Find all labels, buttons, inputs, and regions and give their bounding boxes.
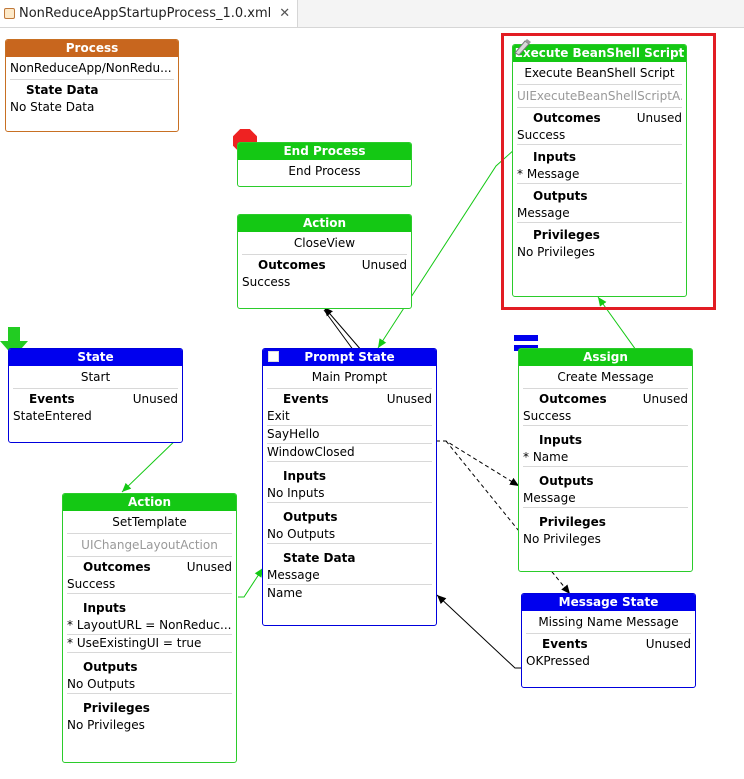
process-node[interactable]: Process NonReduceApp/NonRedu... State Da… xyxy=(5,39,179,132)
privileges-title: Privileges xyxy=(539,515,606,529)
assign-node[interactable]: Assign Create Message Outcomes Unused Suc… xyxy=(518,348,693,572)
state-data-name: Name xyxy=(267,586,303,600)
execute-script-node[interactable]: Execute BeanShell Script Execute BeanShe… xyxy=(512,44,687,297)
assign-header: Assign xyxy=(519,349,692,366)
connector-settemplate-to-prompt xyxy=(238,567,264,598)
input-layouturl: * LayoutURL = NonReduc... xyxy=(67,617,232,635)
unused-label: Unused xyxy=(361,258,407,272)
outcomes-title: Outcomes xyxy=(258,258,326,272)
event-stateentered[interactable]: StateEntered xyxy=(13,409,92,423)
connector-sayhello-to-assign xyxy=(436,440,520,487)
event-windowclosed[interactable]: WindowClosed xyxy=(267,444,432,462)
privilege-value: No Privileges xyxy=(67,718,145,732)
unused-label: Unused xyxy=(645,637,691,651)
state-header: State xyxy=(9,349,182,366)
outputs-title: Outputs xyxy=(539,474,594,488)
close-icon[interactable]: ✕ xyxy=(279,6,291,21)
start-arrow-icon xyxy=(0,327,28,357)
execute-script-class: UIExecuteBeanShellScriptA... xyxy=(517,85,682,108)
selection-highlight xyxy=(501,33,716,310)
action-header: Action xyxy=(63,494,236,511)
outputs-value: No Outputs xyxy=(267,526,432,544)
prompt-icon xyxy=(268,351,279,362)
unused-label: Unused xyxy=(636,111,682,125)
unused-label: Unused xyxy=(132,392,178,406)
script-icon xyxy=(514,39,531,56)
inputs-title: Inputs xyxy=(533,150,577,164)
input-message: * Message xyxy=(517,166,682,184)
output-message: Message xyxy=(517,205,682,223)
xml-file-icon xyxy=(4,8,15,19)
end-process-node[interactable]: End Process End Process xyxy=(237,142,412,187)
unused-label: Unused xyxy=(386,392,432,406)
connector-okpressed-to-prompt xyxy=(436,594,523,669)
end-process-header: End Process xyxy=(238,143,411,160)
privileges-title: Privileges xyxy=(83,701,150,715)
action-name: SetTemplate xyxy=(67,511,232,534)
state-data-title: State Data xyxy=(26,83,99,97)
inputs-value: No Inputs xyxy=(267,485,432,503)
inputs-title: Inputs xyxy=(83,601,127,615)
event-sayhello[interactable]: SayHello xyxy=(267,426,432,444)
privilege-value: No Privileges xyxy=(517,245,595,259)
events-title: Events xyxy=(283,392,329,406)
events-title: Events xyxy=(542,637,588,651)
state-name: Start xyxy=(13,366,178,389)
outputs-title: Outputs xyxy=(83,660,138,674)
privileges-title: Privileges xyxy=(533,228,600,242)
outputs-title: Outputs xyxy=(533,189,588,203)
action-closeview-node[interactable]: Action CloseView Outcomes Unused Success xyxy=(237,214,412,309)
message-state-name: Missing Name Message xyxy=(526,611,691,634)
output-message: Message xyxy=(523,490,688,508)
outcome-success[interactable]: Success xyxy=(242,275,291,289)
inputs-title: Inputs xyxy=(283,469,327,483)
message-state-header: Message State xyxy=(522,594,695,611)
events-title: Events xyxy=(29,392,75,406)
event-okpressed[interactable]: OKPressed xyxy=(526,654,590,668)
action-name: CloseView xyxy=(242,232,407,255)
end-process-name: End Process xyxy=(288,164,361,178)
unused-label: Unused xyxy=(186,560,232,574)
execute-script-name: Execute BeanShell Script xyxy=(517,62,682,85)
outcomes-title: Outcomes xyxy=(533,111,601,125)
tab-label: NonReduceAppStartupProcess_1.0.xml xyxy=(19,6,272,21)
outputs-value: No Outputs xyxy=(67,676,232,694)
privilege-value: No Privileges xyxy=(523,532,601,546)
event-exit[interactable]: Exit xyxy=(267,408,432,426)
tab-process-file[interactable]: NonReduceAppStartupProcess_1.0.xml ✕ xyxy=(0,0,298,27)
outcomes-title: Outcomes xyxy=(83,560,151,574)
state-start-node[interactable]: State Start Events Unused StateEntered xyxy=(8,348,183,443)
assign-name: Create Message xyxy=(523,366,688,389)
prompt-state-node[interactable]: Prompt State Main Prompt Events Unused Ex… xyxy=(262,348,437,626)
state-data-message: Message xyxy=(267,567,432,585)
inputs-title: Inputs xyxy=(539,433,583,447)
editor-tab-bar: NonReduceAppStartupProcess_1.0.xml ✕ xyxy=(0,0,744,28)
action-settemplate-node[interactable]: Action SetTemplate UIChangeLayoutAction … xyxy=(62,493,237,763)
input-useexistingui: * UseExistingUI = true xyxy=(67,635,232,653)
input-name: * Name xyxy=(523,449,688,467)
process-header: Process xyxy=(6,40,178,57)
outcome-success[interactable]: Success xyxy=(67,576,232,594)
process-name: NonReduceApp/NonRedu... xyxy=(10,57,174,80)
action-header: Action xyxy=(238,215,411,232)
prompt-state-name: Main Prompt xyxy=(267,366,432,389)
action-class: UIChangeLayoutAction xyxy=(67,534,232,557)
prompt-state-header: Prompt State xyxy=(263,349,436,366)
unused-label: Unused xyxy=(642,392,688,406)
state-data-title: State Data xyxy=(283,551,356,565)
outcome-success[interactable]: Success xyxy=(523,408,688,426)
outputs-title: Outputs xyxy=(283,510,338,524)
state-data-value: No State Data xyxy=(10,100,95,114)
execute-script-header: Execute BeanShell Script xyxy=(513,45,686,62)
outcome-success[interactable]: Success xyxy=(517,127,682,145)
message-state-node[interactable]: Message State Missing Name Message Event… xyxy=(521,593,696,688)
outcomes-title: Outcomes xyxy=(539,392,607,406)
